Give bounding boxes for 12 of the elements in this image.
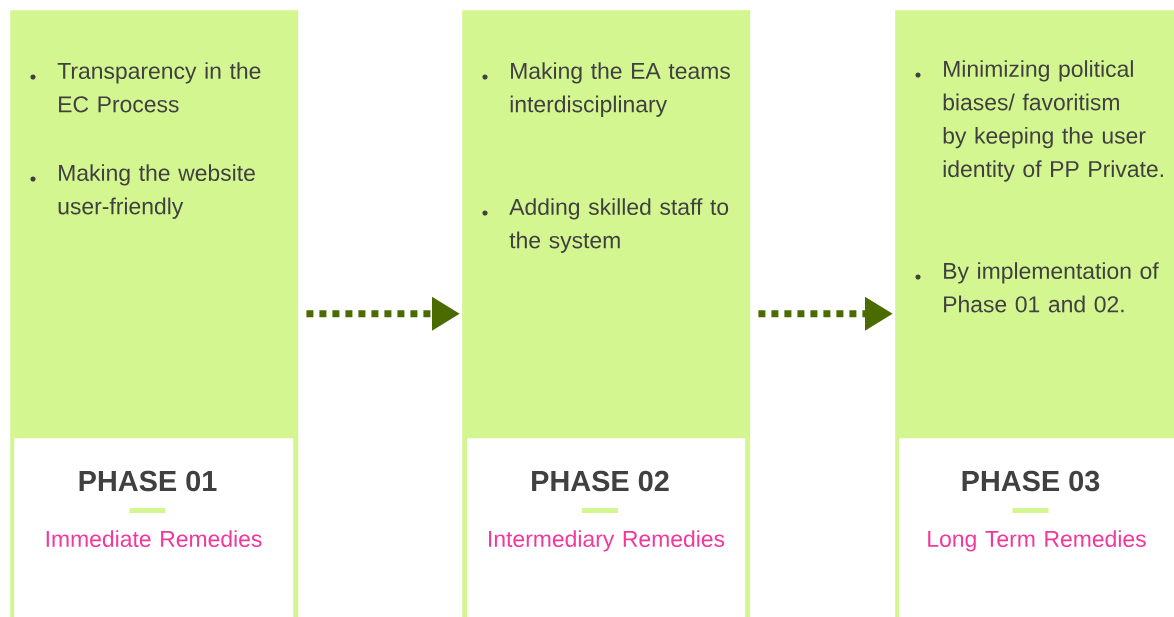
phase-title: PHASE 01 — [79, 470, 217, 492]
bullet-text: Minimizing political biases/ favoritism by keeping the user identity of PP Private. — [943, 60, 1163, 182]
bullet-text: Making the EA teams interdisciplinary — [510, 62, 730, 117]
phase-title: PHASE 03 — [962, 470, 1100, 492]
bullet-text: Transparency in the EC Process — [57, 62, 261, 113]
phase-subtitle: Long Term Remedies — [928, 530, 1146, 552]
phase-title: PHASE 02 — [532, 470, 669, 492]
phase-subtitle: Immediate Remedies — [46, 530, 262, 547]
bullet-text: Making the website user-friendly — [58, 164, 255, 219]
bullet-text: Adding skilled staff to the system — [509, 198, 729, 253]
phase-subtitle: Intermediary Remedies — [489, 530, 725, 552]
bullet-text: By implementation of Phase 01 and 02. — [944, 262, 1159, 313]
